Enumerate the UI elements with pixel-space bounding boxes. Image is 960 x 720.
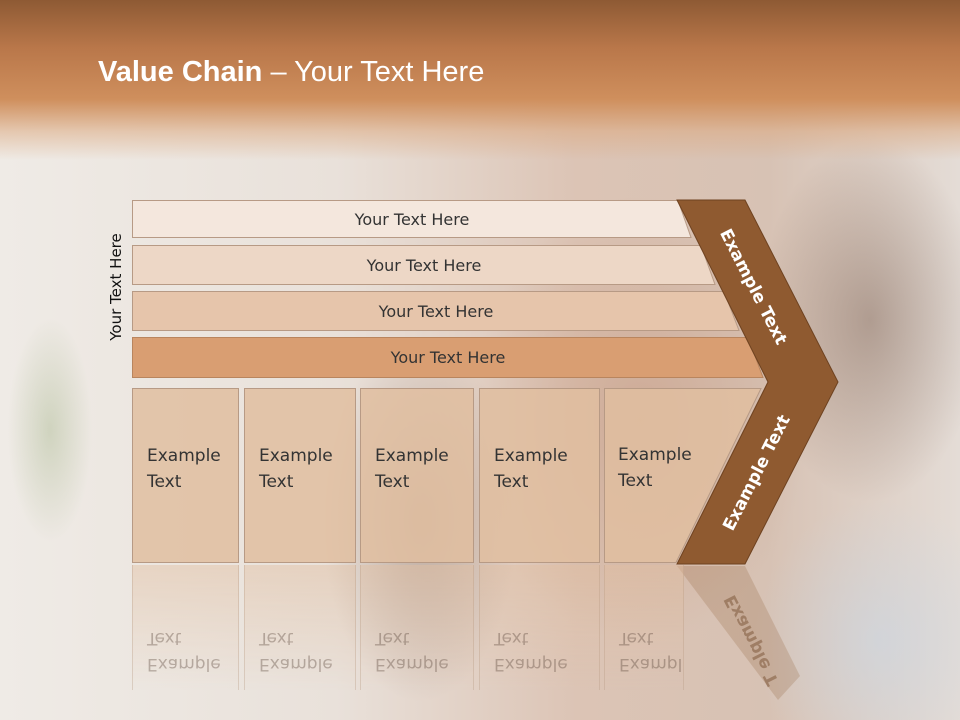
box-text-line1: Example — [147, 446, 221, 466]
box-text-line2: Text — [618, 471, 653, 491]
box-text-line2: Text — [375, 472, 410, 492]
box-text-line1: Example — [375, 446, 449, 466]
activity-box-5[interactable]: Example Text — [604, 388, 764, 563]
bar-shape — [132, 245, 716, 285]
box-text-line2: Text — [147, 472, 182, 492]
bar-label: Your Text Here — [390, 348, 506, 367]
bar-label: Your Text Here — [378, 301, 494, 321]
box-text-line1: Example — [494, 446, 568, 466]
box-shape — [604, 388, 762, 563]
bar-shape — [132, 291, 740, 331]
bar-label: Your Text Here — [354, 209, 470, 229]
bar-label: Your Text Here — [366, 255, 482, 275]
box-text-line2: Text — [259, 472, 294, 492]
box-text-line1: Example — [259, 446, 333, 466]
value-bar-2[interactable]: Your Text Here — [132, 245, 716, 285]
slide-title: Value Chain – Your Text Here — [98, 56, 485, 88]
value-bar-1[interactable]: Your Text Here — [132, 200, 692, 238]
title-banner — [0, 0, 960, 160]
value-bar-4[interactable]: Your Text Here — [132, 337, 764, 378]
value-bar-3[interactable]: Your Text Here — [132, 291, 740, 331]
box-text-line2: Text — [494, 472, 529, 492]
box-text-line1: Example — [618, 445, 692, 465]
bar-shape — [132, 337, 764, 378]
bar-shape — [132, 200, 692, 238]
